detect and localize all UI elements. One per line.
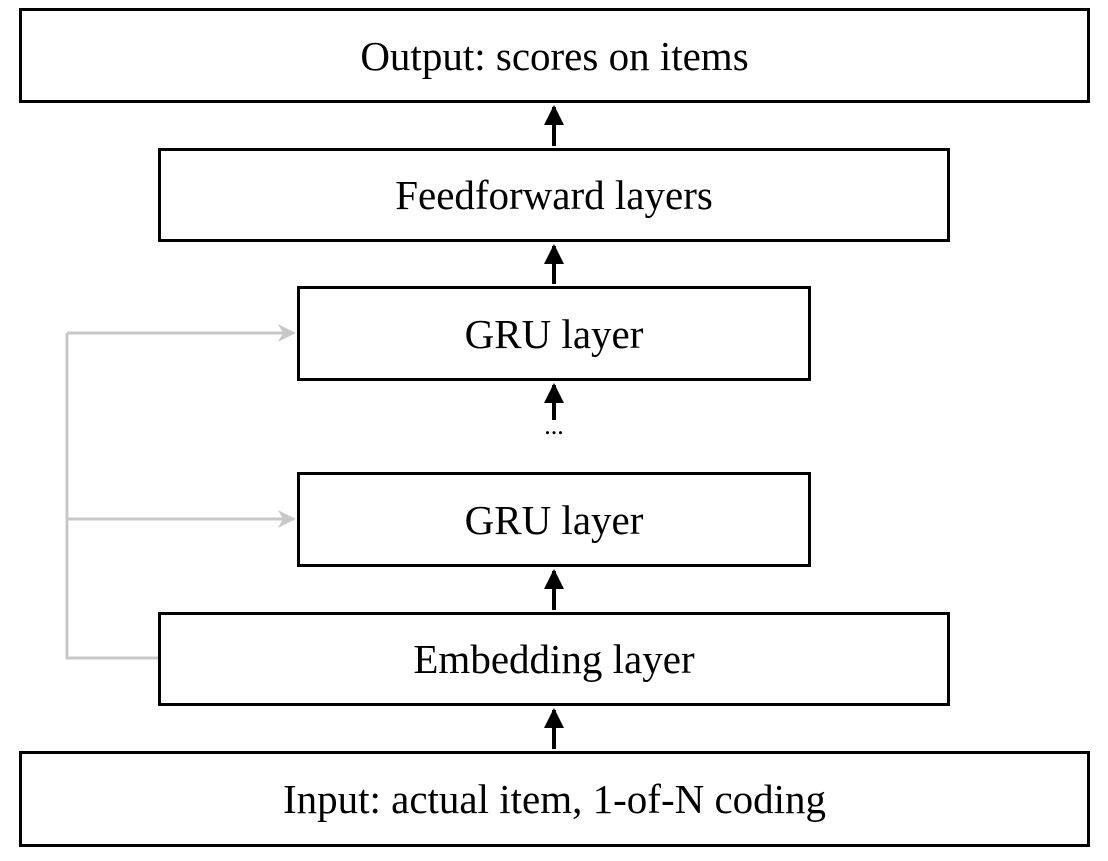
gru-layer-top-box: GRU layer	[297, 286, 811, 381]
output-layer-box: Output: scores on items	[19, 8, 1090, 103]
skip-connection-trunk	[65, 333, 158, 660]
feedforward-layer-box: Feedforward layers	[158, 148, 950, 242]
gru-layer-bottom-box: GRU layer	[297, 472, 811, 567]
embedding-layer-box: Embedding layer	[158, 612, 950, 706]
gru-layer-top-label: GRU layer	[464, 310, 644, 357]
ellipsis-label: ...	[544, 411, 564, 440]
input-layer-label: Input: actual item, 1-of-N coding	[282, 776, 827, 822]
output-layer-label: Output: scores on items	[360, 32, 749, 79]
gru-layer-bottom-label: GRU layer	[464, 496, 644, 543]
input-layer-box: Input: actual item, 1-of-N coding	[19, 751, 1090, 847]
embedding-layer-label: Embedding layer	[413, 636, 695, 682]
feedforward-layer-label: Feedforward layers	[395, 172, 713, 218]
